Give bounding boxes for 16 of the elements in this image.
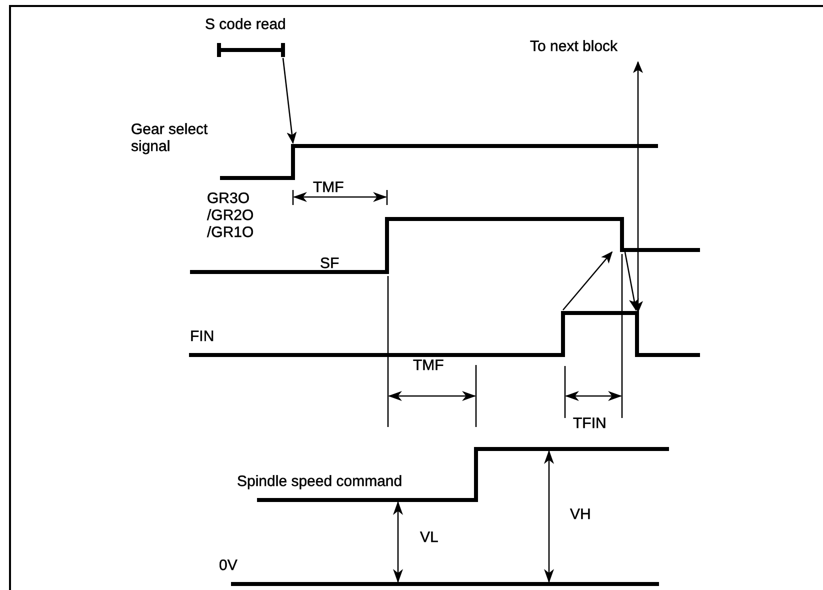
signal-label: Spindle speed command: [237, 473, 402, 490]
timing-label: To next block: [530, 38, 618, 55]
timing-label: TMF: [313, 179, 344, 196]
timing-label: VL: [420, 529, 438, 546]
arrow: [562, 251, 613, 310]
signal-label: S code read: [205, 16, 286, 33]
arrow: [282, 58, 297, 144]
arrow: [624, 252, 639, 311]
signal-label: SF: [320, 255, 340, 272]
timing-label: GR3O /GR2O /GR1O: [207, 190, 255, 241]
signal-label: FIN: [190, 328, 214, 345]
timing-label: TMF: [413, 357, 444, 374]
signal-label: Gear select signal: [131, 121, 209, 155]
timing-label: VH: [570, 506, 591, 523]
timing-label: 0V: [219, 557, 238, 574]
timing-label: TFIN: [573, 415, 606, 432]
